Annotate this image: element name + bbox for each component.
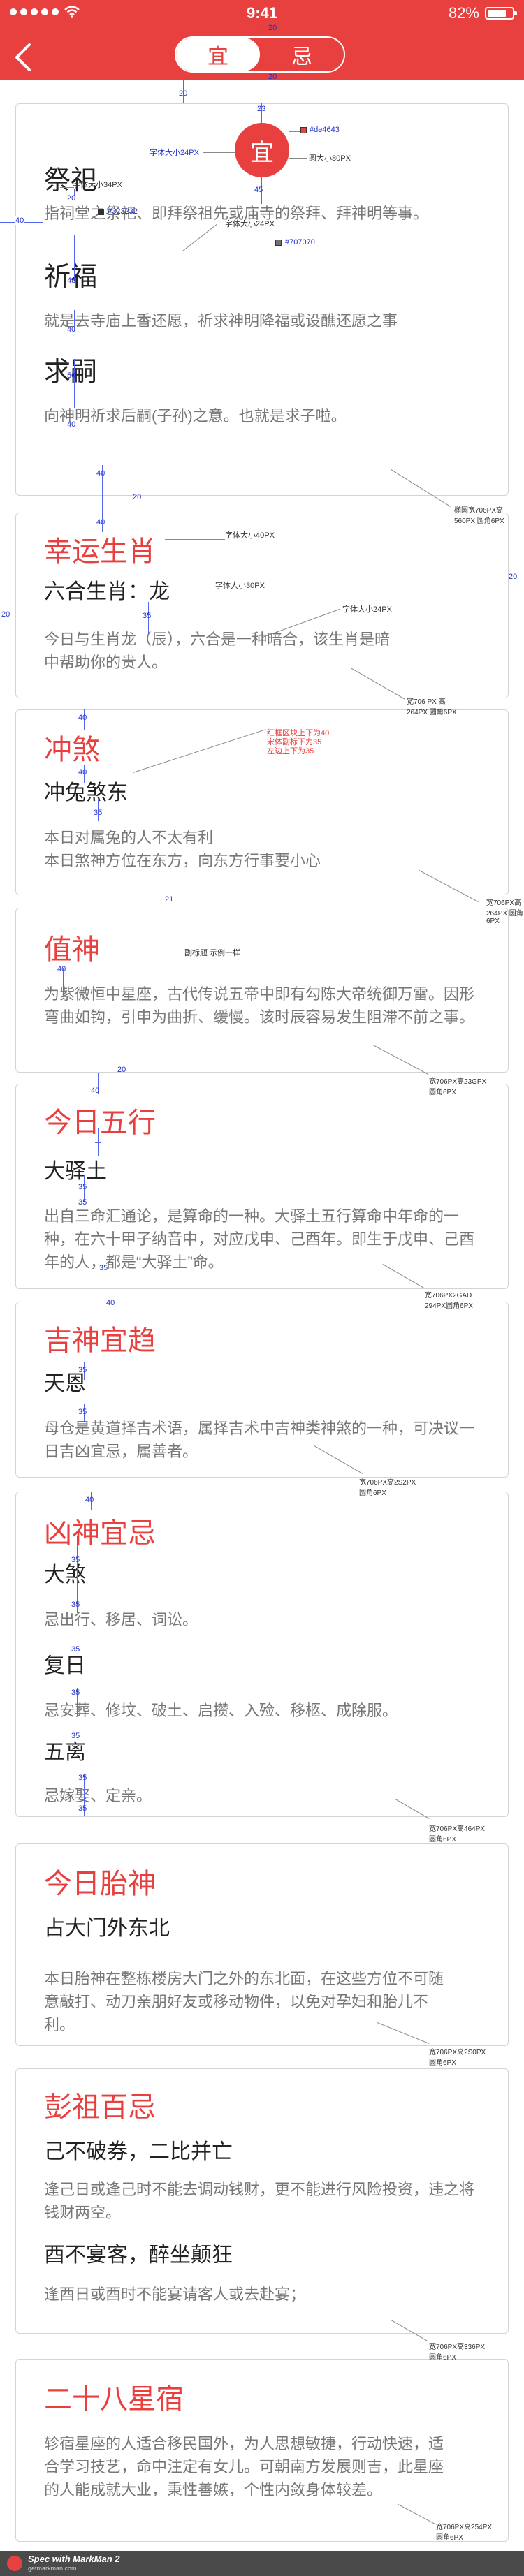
pengzu-item-1: 己不破券，二比并亡 逢己日或逢己时不能去调动钱财，更不能进行风险投资，违之将钱财…	[44, 2137, 481, 2224]
card-zhishen: 值神 为紫微恒中星座，古代传说五帝中即有勾陈大帝统御万雷。因形弯曲如钩，引申为曲…	[15, 908, 509, 1073]
card-title: 幸运生肖	[44, 536, 156, 567]
yi-item-3: 求嗣 向神明祈求后嗣(子孙)之意。也就是求子啦。	[44, 354, 481, 427]
card-desc: 轸宿星座的人适合移民国外，为人思想敏捷，行动快速，适合学习技艺，命中注定有女儿。…	[44, 2435, 444, 2498]
card-subtitle: 冲兔煞东	[44, 781, 128, 804]
yi-item-2: 祈福 就是去寺庙上香还愿，祈求神明降福或设醮还愿之事	[44, 259, 481, 332]
tab-ji[interactable]: 忌	[291, 45, 312, 68]
card-taishen: 今日胎神 占大门外东北 本日胎神在整栋楼房大门之外的东北面，在这些方位不可随意敲…	[15, 1843, 509, 2046]
yi-ji-toggle: 宜 忌	[175, 36, 345, 73]
spacing-label: 20	[179, 89, 188, 98]
status-time: 9:41	[246, 4, 278, 22]
card-title: 吉神宜趋	[44, 1325, 156, 1356]
xiongshen-item-desc: 忌出行、移居、词讼。	[44, 1611, 198, 1628]
yi-item-title: 祈福	[44, 263, 98, 292]
card-pengzu: 彭祖百忌 己不破券，二比并亡 逢己日或逢己时不能去调动钱财，更不能进行风险投资，…	[15, 2068, 509, 2334]
card-size-label: 宽706PX高464PX 圆角6PX	[429, 1825, 486, 1843]
card-desc: 母仓是黄道择吉术语，属择吉术中吉神类神煞的一种，可决议一日吉凶宜忌，属善者。	[44, 1420, 475, 1460]
card-title: 值神	[44, 934, 100, 965]
yi-item-title: 求嗣	[44, 358, 98, 387]
xiongshen-item-title: 大煞	[44, 1563, 86, 1587]
xiongshen-item-title: 复日	[44, 1654, 86, 1677]
card-title: 冲煞	[44, 735, 100, 765]
xiongshen-item-desc: 忌安葬、修坟、破土、启攒、入殓、移柩、成除服。	[44, 1702, 398, 1719]
card-xingxiu: 二十八星宿 轸宿星座的人适合移民国外，为人思想敏捷，行动快速，适合学习技艺，命中…	[15, 2359, 509, 2542]
card-chongsha: 冲煞 冲兔煞东 本日对属兔的人不太有利 本日煞神方位在东方，向东方行事要小心	[15, 709, 509, 895]
card-title: 二十八星宿	[44, 2384, 184, 2415]
back-button[interactable]	[10, 41, 38, 74]
card-subtitle: 六合生肖：龙	[44, 580, 170, 603]
card-jishen: 吉神宜趋 天恩 母仓是黄道择吉术语，属择吉术中吉神类神煞的一种，可决议一日吉凶宜…	[15, 1302, 509, 1478]
xiongshen-item-title: 五离	[44, 1741, 86, 1764]
xiongshen-item-2: 复日 忌安葬、修坟、破土、启攒、入殓、移柩、成除服。	[44, 1651, 481, 1722]
yi-item-desc: 就是去寺庙上香还愿，祈求神明降福或设醮还愿之事	[44, 312, 398, 330]
xiongshen-item-desc: 忌嫁娶、定亲。	[44, 1787, 152, 1804]
card-subtitle: 天恩	[44, 1372, 86, 1395]
xiongshen-item-1: 大煞 忌出行、移居、词讼。	[44, 1561, 481, 1631]
card-lucky-zodiac: 幸运生肖 六合生肖：龙 今日与生肖龙（辰），六合是一种暗合，该生肖是暗中帮助你的…	[15, 513, 509, 698]
card-yi: 祭祀 指祠堂之祭祀、即拜祭祖先或庙寺的祭拜、拜神明等事。 祈福 就是去寺庙上香还…	[15, 103, 509, 496]
card-size-label: 宽706PX高2S0PX 圆角6PX	[429, 2049, 486, 2067]
card-desc: 今日与生肖龙（辰），六合是一种暗合，该生肖是暗中帮助你的贵人。	[44, 631, 391, 671]
status-bar: 9:41 82%	[0, 0, 524, 28]
card-subtitle: 占大门外东北	[44, 1917, 170, 1940]
pengzu-item-2: 酉不宴客，醉坐颠狂 逢酉日或酉时不能宴请客人或去赴宴；	[44, 2241, 481, 2306]
header: 9:41 82% 宜 忌	[0, 0, 524, 80]
battery-icon	[485, 7, 517, 20]
spacing-label: 20	[1, 610, 10, 619]
card-title: 彭祖百忌	[44, 2092, 156, 2123]
card-desc: 为紫微恒中星座，古代传说五帝中即有勾陈大帝统御万雷。因形弯曲如钩，引申为曲折、缓…	[44, 985, 475, 1026]
yi-item-title: 祭祀	[44, 166, 98, 196]
yi-item-desc: 向神明祈求后嗣(子孙)之意。也就是求子啦。	[44, 407, 347, 425]
card-desc: 本日对属兔的人不太有利 本日煞神方位在东方，向东方行事要小心	[44, 829, 321, 869]
yi-item-desc: 指祠堂之祭祀、即拜祭祖先或庙寺的祭拜、拜神明等事。	[44, 205, 429, 222]
pengzu-item-desc: 逢己日或逢己时不能去调动钱财，更不能进行风险投资，违之将钱财两空。	[44, 2181, 475, 2221]
spacing-label: 21	[165, 895, 174, 904]
footer-brand: Spec with MarkMan 2	[28, 2554, 120, 2564]
markman-footer: Spec with MarkMan 2 getmarkman.com	[0, 2551, 524, 2576]
footer-site: getmarkman.com	[28, 2565, 77, 2572]
card-subtitle: 大驿土	[44, 1160, 107, 1183]
card-title: 今日五行	[44, 1107, 156, 1138]
wifi-icon	[64, 6, 80, 18]
pengzu-item-title: 己不破券，二比并亡	[44, 2140, 233, 2163]
yi-badge: 宜	[235, 123, 289, 177]
card-desc: 出自三命汇通论，是算命的一种。大驿土五行算命中年命的一种，在六十甲子纳音中，对应…	[44, 1207, 475, 1271]
pengzu-item-title: 酉不宴客，醉坐颠狂	[44, 2244, 233, 2267]
pengzu-item-desc: 逢酉日或酉时不能宴请客人或去赴宴；	[44, 2286, 306, 2303]
card-desc: 本日胎神在整栋楼房大门之外的东北面，在这些方位不可随意敲打、动刀亲朋好友或移动物…	[44, 1970, 444, 2033]
markman-logo-icon	[7, 2556, 22, 2571]
yi-item-1: 祭祀 指祠堂之祭祀、即拜祭祖先或庙寺的祭拜、拜神明等事。	[44, 163, 481, 225]
xiongshen-item-3: 五离 忌嫁娶、定亲。	[44, 1738, 481, 1807]
card-xiongshen: 凶神宜忌 大煞 忌出行、移居、词讼。 复日 忌安葬、修坟、破土、启攒、入殓、移柩…	[15, 1492, 509, 1817]
card-title: 凶神宜忌	[44, 1518, 156, 1549]
spacing-label: 20	[509, 573, 518, 581]
card-title: 今日胎神	[44, 1869, 156, 1899]
card-wuxing: 今日五行 大驿土 出自三命汇通论，是算命的一种。大驿土五行算命中年命的一种，在六…	[15, 1084, 509, 1289]
tab-yi[interactable]: 宜	[176, 38, 260, 71]
signal-icon	[10, 8, 59, 15]
battery-percent: 82%	[448, 4, 479, 22]
